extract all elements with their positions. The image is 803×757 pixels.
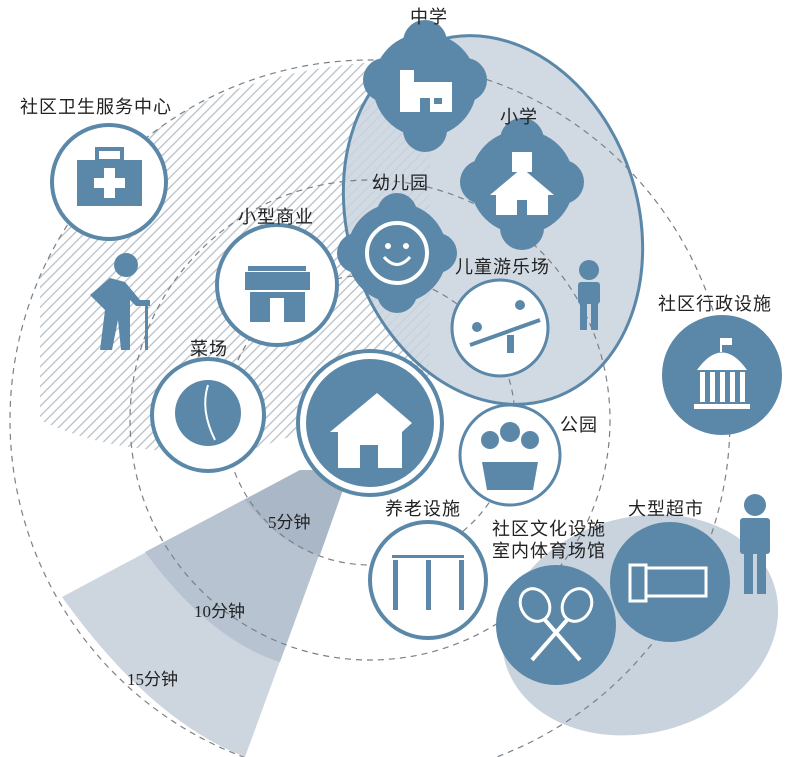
- label-kindergarten: 幼儿园: [372, 173, 429, 194]
- ring-label-15min: 15分钟: [127, 670, 178, 689]
- child-icon: [578, 260, 600, 330]
- label-elderly-care: 养老设施: [385, 499, 461, 520]
- label-vegetable-market: 菜场: [190, 339, 228, 360]
- label-health-center: 社区卫生服务中心: [20, 97, 172, 118]
- label-middle-school: 中学: [410, 7, 448, 28]
- label-park: 公园: [560, 415, 598, 436]
- ring-label-10min: 10分钟: [194, 602, 245, 621]
- label-admin: 社区行政设施: [658, 294, 772, 315]
- elderly-person-icon: [90, 253, 150, 350]
- label-primary-school: 小学: [500, 107, 538, 128]
- home-icon: [296, 349, 444, 497]
- shop-icon: [215, 223, 339, 347]
- ring-label-5min: 5分钟: [268, 513, 311, 532]
- walk-sector: [62, 470, 350, 757]
- fitness-equipment-icon: [368, 520, 488, 640]
- admin-building-icon: [662, 315, 782, 435]
- label-culture-line2: 室内体育场馆: [492, 541, 606, 562]
- health-center-icon: [50, 123, 168, 241]
- kindergarten-icon: [337, 193, 457, 313]
- label-culture-line1: 社区文化设施: [492, 519, 606, 540]
- vegetable-market-icon: [150, 357, 266, 473]
- supermarket-icon: [610, 522, 730, 642]
- tennis-rackets-icon: [496, 565, 616, 685]
- label-small-commerce: 小型商业: [238, 207, 314, 228]
- label-playground: 儿童游乐场: [455, 257, 550, 278]
- adult-icon: [740, 494, 770, 594]
- primary-school-icon: [460, 118, 584, 250]
- playground-icon: [450, 278, 550, 378]
- park-icon: [458, 403, 562, 507]
- label-supermarket: 大型超市: [628, 499, 704, 520]
- middle-school-icon: [363, 20, 487, 152]
